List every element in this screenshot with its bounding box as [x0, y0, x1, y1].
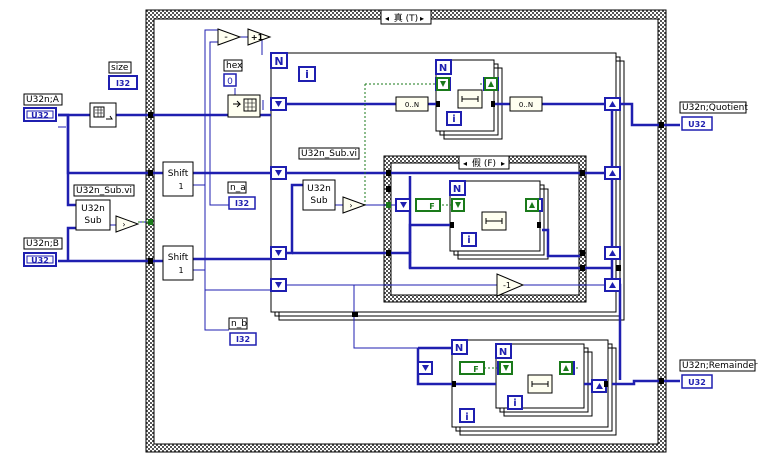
control-a[interactable]: U32n;A U32	[23, 93, 63, 122]
svg-text:i: i	[465, 412, 468, 423]
svg-text:F: F	[429, 202, 434, 211]
svg-text:◂: ◂	[385, 14, 389, 23]
structure-tunnels	[148, 101, 664, 387]
svg-text:U32: U32	[688, 378, 706, 387]
main-loop-count-terminal: N	[270, 52, 288, 69]
svg-text:U32: U32	[688, 120, 706, 129]
svg-text:▸: ▸	[420, 14, 424, 23]
svg-text:n_a: n_a	[230, 183, 246, 193]
false-constant-1[interactable]: F	[415, 198, 441, 212]
svg-text:▸: ▸	[501, 159, 505, 168]
svg-text:›: ›	[349, 201, 352, 210]
main-loop-index-terminal: i	[298, 66, 316, 82]
svg-text:U32n_Sub.vi: U32n_Sub.vi	[76, 186, 132, 196]
inner-top-loop-count: N	[435, 59, 452, 75]
svg-text:I32: I32	[116, 79, 130, 88]
indicator-quotient: U32n;Quotient U32	[679, 101, 748, 131]
svg-text:I32: I32	[236, 335, 250, 344]
array-constant-2[interactable]: 0..N	[509, 96, 543, 112]
case-selector-label: 真 (T)	[394, 12, 418, 24]
terminal-arrows	[275, 101, 616, 389]
svg-text:1: 1	[178, 182, 183, 191]
svg-text:Sub: Sub	[310, 196, 327, 206]
false-constant-2[interactable]: F	[459, 361, 485, 375]
svg-text:0..N: 0..N	[405, 101, 419, 109]
svg-text:U32: U32	[31, 111, 49, 120]
greater-compare-node[interactable]: ›	[115, 215, 140, 233]
bottom-inner-node[interactable]	[527, 374, 553, 394]
control-size[interactable]: size I32	[108, 61, 138, 90]
svg-text:n_b: n_b	[231, 319, 247, 329]
svg-text:i: i	[513, 398, 516, 409]
svg-text:0..N: 0..N	[519, 101, 533, 109]
subvi-label-2: U32n_Sub.vi	[298, 147, 360, 160]
svg-text:-: -	[224, 32, 228, 43]
svg-text:U32n;Remainder: U32n;Remainder	[682, 361, 758, 371]
inner-middle-loop-index: i	[461, 232, 477, 247]
shift-node-b[interactable]: Shift 1	[162, 245, 194, 281]
case-selector[interactable]	[380, 9, 432, 25]
inner-middle-node[interactable]	[481, 211, 507, 231]
increment-node[interactable]: +1	[247, 28, 272, 46]
wires-thin	[58, 29, 612, 349]
svg-text:U32n;B: U32n;B	[26, 239, 59, 249]
inner-top-node[interactable]	[457, 89, 483, 109]
control-b[interactable]: U32n;B U32	[23, 237, 63, 267]
u32n-sub-vi-2[interactable]: U32n Sub	[302, 179, 336, 211]
indicator-n-b: n_b I32	[228, 317, 257, 346]
svg-text:U32n;Quotient: U32n;Quotient	[682, 103, 748, 113]
svg-text:hex: hex	[226, 61, 243, 71]
svg-text:Sub: Sub	[84, 216, 101, 226]
svg-text:i: i	[467, 235, 470, 246]
svg-text:N: N	[499, 347, 507, 358]
svg-text:Shift: Shift	[168, 169, 189, 179]
svg-text:size: size	[111, 63, 129, 73]
svg-text:+1: +1	[251, 33, 264, 42]
u32n-sub-vi-1[interactable]: U32n Sub	[75, 199, 111, 231]
svg-text:U32n_Sub.vi: U32n_Sub.vi	[301, 149, 357, 159]
svg-text:◂: ◂	[463, 159, 467, 168]
svg-text:0: 0	[227, 77, 233, 87]
svg-text:U32: U32	[31, 256, 49, 265]
bottom-inner-loop-index: i	[507, 395, 523, 410]
svg-text:-1: -1	[503, 281, 511, 290]
bottom-loop-index: i	[459, 408, 475, 423]
inner-case-selector-label: 假 (F)	[472, 158, 496, 169]
inner-top-loop-index: i	[446, 111, 462, 126]
svg-text:›: ›	[122, 220, 125, 229]
svg-text:U32n: U32n	[307, 184, 331, 194]
svg-text:Shift: Shift	[168, 253, 189, 263]
compare-node-2[interactable]: ›	[342, 196, 367, 214]
green-bool-arrows	[440, 81, 569, 371]
svg-text:N: N	[453, 184, 461, 195]
svg-text:U32n: U32n	[81, 204, 105, 214]
bottom-loop-count: N	[451, 339, 468, 355]
indicator-remainder: U32n;Remainder U32	[679, 359, 758, 389]
svg-text:i: i	[305, 68, 309, 81]
inner-middle-loop-count: N	[449, 180, 466, 196]
reshape-array-node[interactable]	[89, 102, 117, 128]
svg-text:N: N	[455, 343, 463, 354]
svg-text:i: i	[452, 114, 455, 125]
shift-node-a[interactable]: Shift 1	[162, 161, 194, 197]
hex-constant[interactable]: hex 0	[223, 59, 243, 87]
decrement-node[interactable]: -	[217, 28, 242, 46]
svg-text:F: F	[473, 365, 478, 374]
svg-text:1: 1	[178, 266, 183, 275]
inner-case-selector[interactable]	[458, 155, 510, 170]
svg-text:N: N	[274, 55, 283, 68]
svg-text:U32n;A: U32n;A	[26, 95, 60, 105]
svg-text:N: N	[439, 63, 447, 74]
indicator-n-a: n_a I32	[227, 181, 256, 210]
array-constant-1[interactable]: 0..N	[395, 96, 429, 112]
svg-text:I32: I32	[235, 199, 249, 208]
decrement-minus-one-node[interactable]: -1	[496, 273, 525, 297]
subvi-label-1: U32n_Sub.vi	[73, 184, 135, 197]
number-to-string-node[interactable]	[227, 94, 261, 118]
bottom-inner-loop-count: N	[495, 343, 512, 359]
